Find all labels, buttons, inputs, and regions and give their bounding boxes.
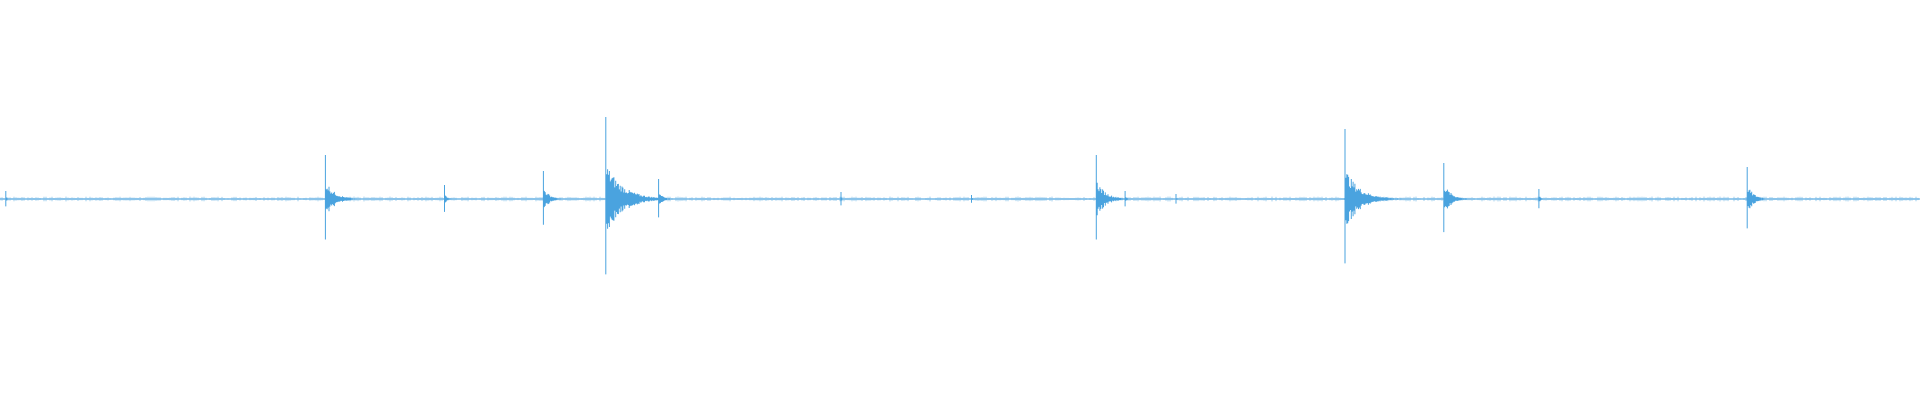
waveform-transient [542,171,567,225]
waveform-transient [1124,191,1132,207]
waveform-transient [1746,167,1773,229]
waveform-transients [0,117,1919,275]
waveform-transient [1443,163,1474,233]
waveform-transient [1175,194,1181,204]
waveform-transient [971,195,976,203]
waveform-transient [840,192,847,206]
waveform-transient [5,191,13,207]
waveform-transient [605,117,672,275]
waveform-transient [658,179,676,218]
waveform-transient [444,185,456,212]
waveform-transient [1344,129,1403,264]
waveform-transient [324,155,361,240]
waveform-transient [1538,189,1548,209]
waveform-transient [1095,155,1132,240]
